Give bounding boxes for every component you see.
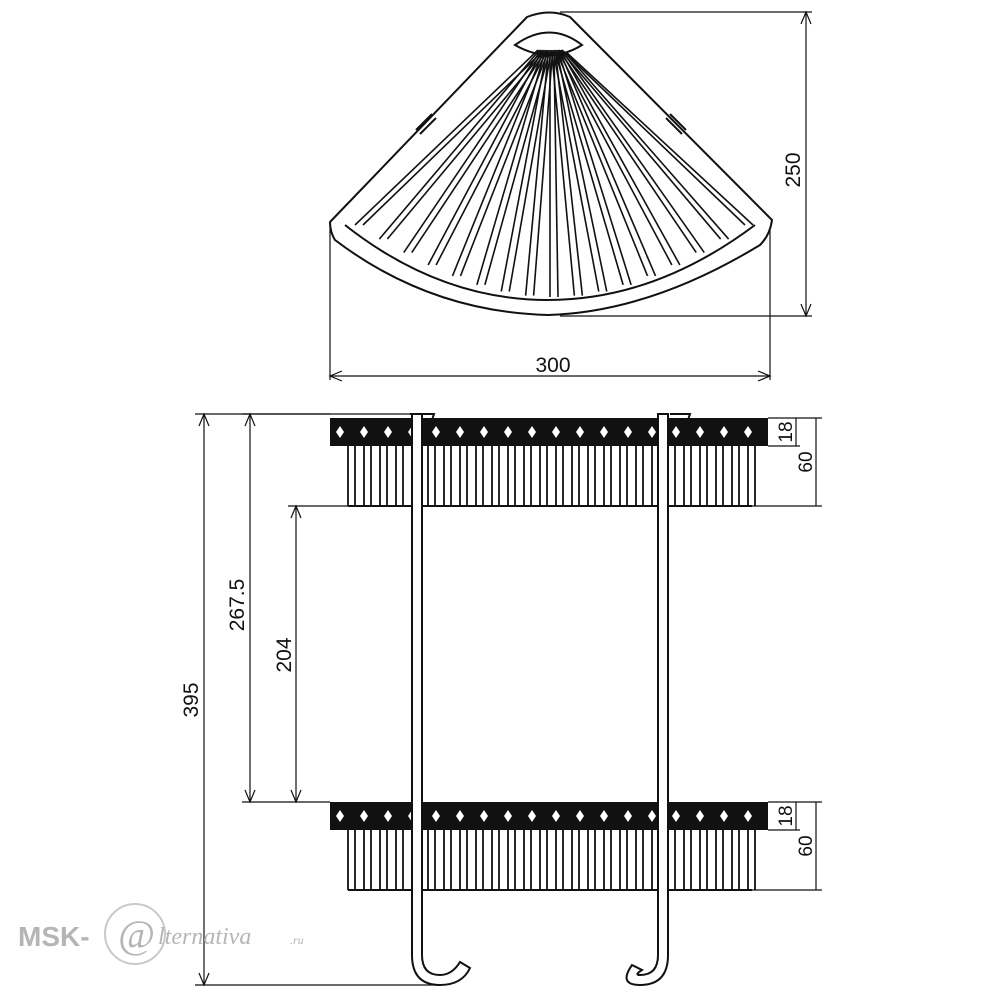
lower-rim-label: 18 [776, 805, 797, 826]
rim-diamond [552, 810, 560, 822]
top-view-dimensions [328, 10, 812, 382]
watermark-at-ring [104, 903, 166, 965]
top-width-label: 300 [535, 354, 570, 377]
watermark-domain: .ru [290, 933, 304, 947]
fan-wire [555, 49, 649, 277]
rim-diamond [720, 426, 728, 438]
left-rod-top [410, 413, 436, 421]
top-view [328, 11, 774, 317]
rim-diamond [504, 426, 512, 438]
fan-wire [558, 49, 697, 254]
rim-diamond [648, 426, 656, 438]
fan-wire [565, 51, 754, 226]
rim-diamond [528, 810, 536, 822]
rim-diamond [720, 810, 728, 822]
fan-wire [378, 49, 541, 240]
rim-diamond [648, 810, 656, 822]
rim-diamond [624, 426, 632, 438]
fan-wire [562, 51, 705, 254]
fan-wire [561, 49, 746, 226]
rim-diamond [696, 810, 704, 822]
fan-wire [524, 49, 550, 296]
rim-diamond [480, 810, 488, 822]
rim-diamond [744, 810, 752, 822]
fan-wire [550, 49, 576, 296]
rim-diamond [696, 426, 704, 438]
fan-wire [427, 49, 544, 266]
front-view-dimensions [195, 412, 822, 987]
support-rods [410, 413, 692, 987]
left-rod [411, 413, 472, 987]
rim-diamond [600, 426, 608, 438]
lower-basket-bars [347, 830, 756, 890]
rim-diamond [504, 810, 512, 822]
fan-wire [362, 51, 543, 226]
watermark-prefix: MSK- [18, 921, 90, 952]
fan-wire [560, 51, 681, 266]
watermark: MSK- @ lternativa .ru [18, 903, 304, 965]
lower-shelf-rim [330, 802, 768, 830]
lower-basket-label: 60 [796, 835, 817, 856]
front-view [330, 413, 768, 987]
rim-diamond [360, 426, 368, 438]
rim-diamond [336, 426, 344, 438]
rim-diamond [384, 426, 392, 438]
fan-wire [553, 51, 559, 298]
upper-shelf-rim [330, 418, 768, 446]
rim-diamond [480, 426, 488, 438]
lower-rim-pattern [336, 810, 752, 822]
right-wall-bracket [665, 113, 687, 135]
upper-basket-label: 60 [796, 451, 817, 472]
clearance-label: 204 [273, 637, 296, 672]
rim-diamond [576, 426, 584, 438]
rim-diamond [552, 426, 560, 438]
rim-diamond [384, 810, 392, 822]
fan-wire [554, 51, 584, 296]
rim-diamond [672, 426, 680, 438]
fan-wires [354, 49, 754, 298]
right-rod [625, 413, 669, 987]
top-view-outline [328, 11, 774, 317]
fan-wire [552, 49, 600, 292]
fan-wire [403, 49, 542, 254]
upper-span-label: 267.5 [226, 579, 249, 632]
rim-diamond [336, 810, 344, 822]
watermark-suffix: lternativa [158, 924, 251, 950]
fan-wire [559, 49, 722, 240]
upper-rim-label: 18 [776, 421, 797, 442]
left-wall-bracket [415, 113, 437, 135]
rim-diamond [744, 426, 752, 438]
fan-wire [557, 51, 632, 286]
rim-diamond [360, 810, 368, 822]
rim-diamond [456, 426, 464, 438]
fan-wire [476, 49, 547, 286]
total-height-label: 395 [180, 682, 203, 717]
rim-diamond [600, 810, 608, 822]
upper-basket-bars [347, 446, 756, 506]
rim-diamond [528, 426, 536, 438]
fan-wire [556, 49, 673, 266]
fan-wire [386, 51, 545, 240]
rim-diamond [672, 810, 680, 822]
fan-wire [559, 51, 657, 277]
fan-wire [556, 51, 608, 292]
top-depth-label: 250 [782, 152, 805, 187]
rim-diamond [432, 426, 440, 438]
fan-wire [451, 49, 545, 277]
fan-wire [354, 49, 539, 226]
rim-diamond [432, 810, 440, 822]
fan-wire [553, 49, 624, 286]
fan-wire [563, 51, 730, 240]
rim-diamond [456, 810, 464, 822]
rim-diamond [576, 810, 584, 822]
watermark-at: @ [118, 912, 155, 957]
rim-diamond [624, 810, 632, 822]
fan-wire [500, 49, 548, 292]
right-rod-top [670, 413, 692, 421]
top-view-inner-rim [344, 224, 756, 302]
